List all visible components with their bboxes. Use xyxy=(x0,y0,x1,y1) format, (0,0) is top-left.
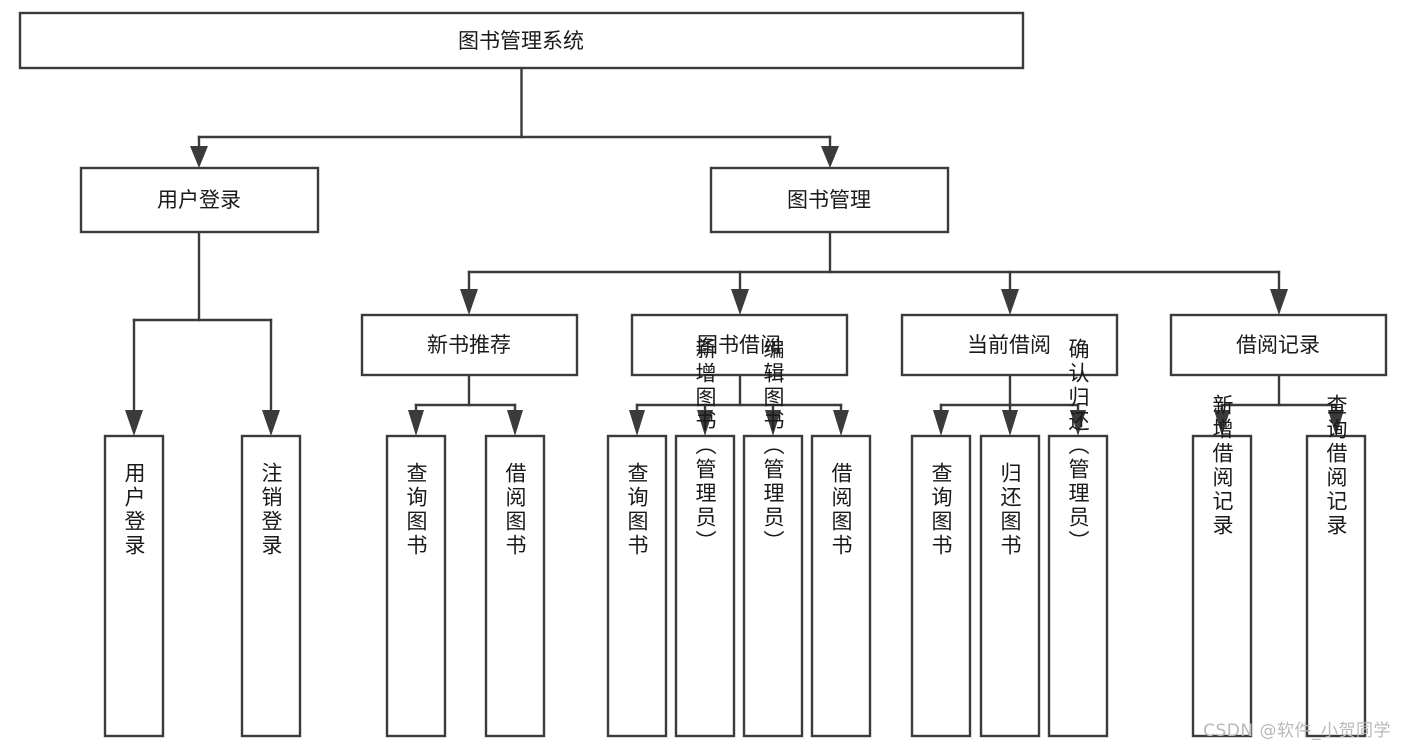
node-current-borrow[interactable]: 当前借阅 xyxy=(900,313,1119,377)
leaf-borrow-record-1-label: 查询借阅记录 xyxy=(1324,394,1348,538)
node-book-manage-label: 图书管理 xyxy=(787,188,871,212)
leaf-new-book-0[interactable]: 查询图书 xyxy=(385,434,447,738)
leaf-new-book-1[interactable]: 借阅图书 xyxy=(484,434,546,738)
leaf-user-login-1[interactable]: 注销登录 xyxy=(240,434,302,738)
node-root-box[interactable] xyxy=(18,11,1025,70)
node-book-borrow-label: 图书借阅 xyxy=(697,333,781,357)
leaf-user-login-1-box[interactable] xyxy=(240,434,302,738)
arrow-icon-level3-0 xyxy=(460,289,478,315)
leaf-book-borrow-1-box[interactable] xyxy=(674,434,736,738)
node-borrow-record-box[interactable] xyxy=(1169,313,1388,377)
leaf-user-login-0[interactable]: 用户登录 xyxy=(103,434,165,738)
node-borrow-record[interactable]: 借阅记录 xyxy=(1169,313,1388,377)
node-root-label: 图书管理系统 xyxy=(458,29,584,53)
arrow-icon-borrow-record-leaf-1 xyxy=(1328,410,1344,436)
leaf-book-borrow-0[interactable]: 查询图书 xyxy=(606,434,668,738)
leaf-borrow-record-0-box[interactable] xyxy=(1191,434,1253,738)
leaf-current-borrow-1[interactable]: 归还图书 xyxy=(979,434,1041,738)
node-user-login[interactable]: 用户登录 xyxy=(79,166,320,234)
leaf-borrow-record-0[interactable]: 新增借阅记录 xyxy=(1191,394,1253,738)
arrow-icon-book-borrow-leaf-2 xyxy=(765,410,781,436)
node-new-book-recommend[interactable]: 新书推荐 xyxy=(360,313,579,377)
node-root[interactable]: 图书管理系统 xyxy=(18,11,1025,70)
node-borrow-record-label: 借阅记录 xyxy=(1236,333,1320,357)
arrow-icon-level3-1 xyxy=(731,289,749,315)
arrow-icon-to-book-manage xyxy=(821,146,839,168)
node-user-login-box[interactable] xyxy=(79,166,320,234)
arrow-icon-new-book-leaf-1 xyxy=(507,410,523,436)
arrow-icon-current-borrow-leaf-0 xyxy=(933,410,949,436)
leaf-book-borrow-3[interactable]: 借阅图书 xyxy=(810,434,872,738)
arrow-icon-user-login-leaf-1 xyxy=(262,410,280,436)
node-book-manage-box[interactable] xyxy=(709,166,950,234)
leaf-current-borrow-2-box[interactable] xyxy=(1047,434,1109,738)
leaf-borrow-record-1-box[interactable] xyxy=(1305,434,1367,738)
node-book-borrow[interactable]: 图书借阅 xyxy=(630,313,849,377)
leaf-user-login-0-box[interactable] xyxy=(103,434,165,738)
arrow-icon-user-login-leaf-0 xyxy=(125,410,143,436)
leaf-new-book-0-label: 查询图书 xyxy=(404,462,428,558)
arrow-icon-current-borrow-leaf-2 xyxy=(1070,410,1086,436)
leaf-book-borrow-3-box[interactable] xyxy=(810,434,872,738)
arrow-icon-book-borrow-leaf-1 xyxy=(697,410,713,436)
node-new-book-recommend-box[interactable] xyxy=(360,313,579,377)
leaf-book-borrow-2-box[interactable] xyxy=(742,434,804,738)
leaf-book-borrow-1-label: 新增图书（管理员） xyxy=(693,338,717,554)
leaf-borrow-record-0-label: 新增借阅记录 xyxy=(1210,394,1234,538)
node-current-borrow-box[interactable] xyxy=(900,313,1119,377)
arrow-icon-current-borrow-leaf-1 xyxy=(1002,410,1018,436)
node-current-borrow-label: 当前借阅 xyxy=(967,333,1051,357)
arrow-icon-level3-2 xyxy=(1001,289,1019,315)
arrow-icon-level3-3 xyxy=(1270,289,1288,315)
leaf-current-borrow-0-label: 查询图书 xyxy=(929,462,953,558)
leaf-new-book-1-label: 借阅图书 xyxy=(503,462,527,558)
arrow-icon-new-book-leaf-0 xyxy=(408,410,424,436)
leaf-book-borrow-1[interactable]: 新增图书（管理员） xyxy=(674,338,736,738)
leaf-current-borrow-2[interactable]: 确认归还（管理员） xyxy=(1047,338,1109,738)
node-user-login-label: 用户登录 xyxy=(157,188,241,212)
leaf-book-borrow-2[interactable]: 编辑图书（管理员） xyxy=(742,338,804,738)
leaf-current-borrow-2-label: 确认归还（管理员） xyxy=(1066,338,1090,554)
leaf-current-borrow-1-label: 归还图书 xyxy=(998,462,1022,558)
leaf-book-borrow-2-label: 编辑图书（管理员） xyxy=(761,338,785,554)
leaf-new-book-1-box[interactable] xyxy=(484,434,546,738)
arrow-icon-to-user-login xyxy=(190,146,208,168)
leaf-borrow-record-1[interactable]: 查询借阅记录 xyxy=(1305,394,1367,738)
arrow-icon-book-borrow-leaf-3 xyxy=(833,410,849,436)
connector-layer xyxy=(125,66,1344,436)
leaf-book-borrow-0-label: 查询图书 xyxy=(625,462,649,558)
leaf-book-borrow-3-label: 借阅图书 xyxy=(829,462,853,558)
leaf-user-login-0-label: 用户登录 xyxy=(122,462,146,558)
node-book-manage[interactable]: 图书管理 xyxy=(709,166,950,234)
leaf-new-book-0-box[interactable] xyxy=(385,434,447,738)
leaf-current-borrow-0-box[interactable] xyxy=(910,434,972,738)
leaf-user-login-1-label: 注销登录 xyxy=(259,462,283,558)
leaf-current-borrow-1-box[interactable] xyxy=(979,434,1041,738)
leaf-book-borrow-0-box[interactable] xyxy=(606,434,668,738)
arrow-icon-book-borrow-leaf-0 xyxy=(629,410,645,436)
node-book-borrow-box[interactable] xyxy=(630,313,849,377)
node-new-book-recommend-label: 新书推荐 xyxy=(427,333,511,357)
leaf-current-borrow-0[interactable]: 查询图书 xyxy=(910,434,972,738)
arrow-icon-borrow-record-leaf-0 xyxy=(1214,410,1230,436)
